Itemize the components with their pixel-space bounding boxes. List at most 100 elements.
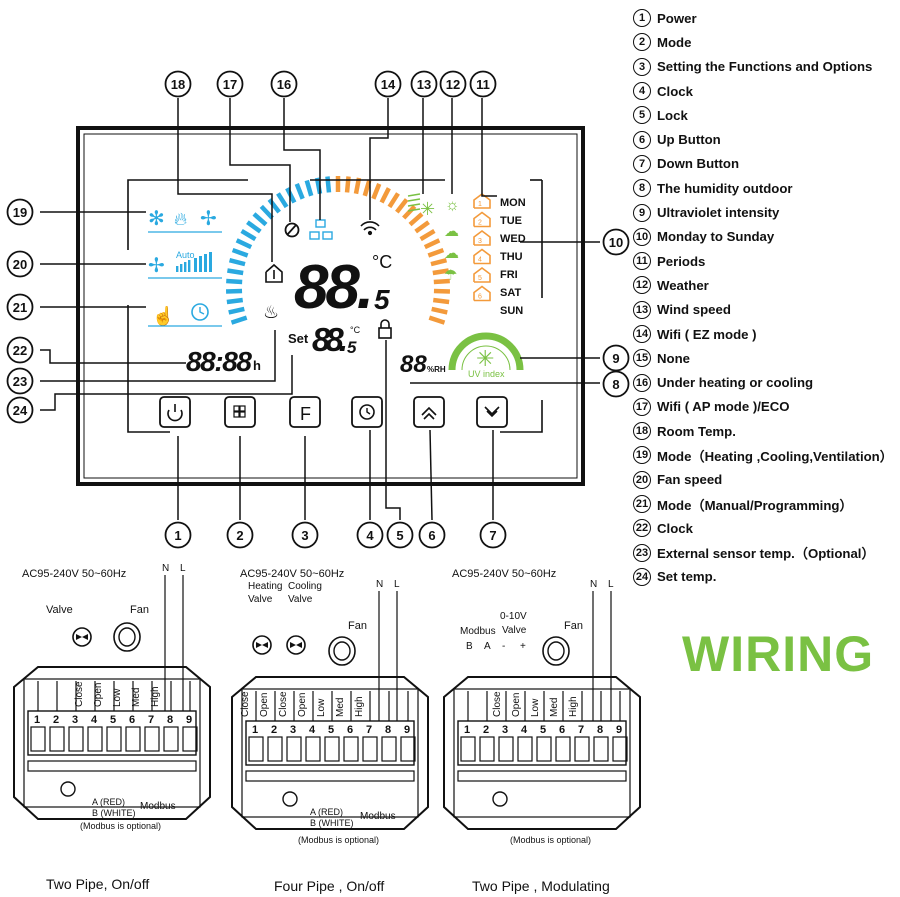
period-icon-5: 5: [473, 267, 491, 283]
arc-tick: [285, 187, 297, 204]
power-button[interactable]: [159, 396, 191, 428]
sun-icon: ☼: [445, 197, 460, 214]
legend-number: 5: [633, 106, 651, 125]
legend-number: 16: [633, 373, 651, 392]
terminal-number: 8: [597, 724, 603, 736]
period-icon-4: 4: [473, 248, 491, 265]
set-temp-digits: 88.: [312, 321, 348, 358]
arc-tick: [227, 268, 244, 276]
legend-text: Clock: [657, 83, 693, 99]
day-label-sat: SAT: [500, 287, 521, 299]
callout-number: 5: [396, 528, 403, 543]
callout-number: 16: [277, 77, 291, 92]
power-icon: [167, 404, 183, 422]
arc-tick: [408, 212, 424, 227]
period-number: 1: [478, 201, 482, 208]
arc-tick: [379, 187, 391, 204]
callout-11: 11: [469, 70, 497, 98]
svg-text:Valve: Valve: [288, 594, 313, 605]
terminal-number: 9: [616, 724, 622, 736]
arc-tick: [267, 198, 281, 214]
grid-icon: [233, 405, 246, 418]
wire-label: Open: [297, 693, 308, 717]
fan-motor-icon: [328, 636, 356, 666]
day-label-mon: MON: [500, 197, 526, 209]
legend-number: 24: [633, 567, 651, 586]
legend-text: Ultraviolet intensity: [657, 205, 780, 221]
callout-number: 4: [366, 528, 374, 543]
button-row: F: [159, 396, 508, 428]
callout-number: 10: [609, 235, 623, 250]
arc-tick: [231, 247, 249, 258]
temperature-arc: [225, 176, 451, 325]
legend-number: 1: [633, 9, 651, 28]
callout-number: 21: [13, 300, 27, 315]
legend-item-23: 23 External sensor temp.（Optional）: [633, 541, 900, 565]
terminal-number: 2: [483, 724, 489, 736]
period-number: 5: [478, 275, 482, 282]
wire-label: Med: [549, 698, 560, 717]
arc-tick: [423, 238, 441, 250]
up-button[interactable]: [413, 396, 445, 428]
wiring-title: WIRING: [682, 626, 875, 682]
callout-number: 13: [417, 77, 431, 92]
arc-tick: [252, 212, 268, 227]
wire-label: Close: [74, 681, 85, 707]
legend-text: Mode（Manual/Programming）: [657, 497, 853, 513]
chevron-up-icon: [421, 406, 437, 420]
callout-number: 3: [301, 528, 308, 543]
period-icon-2: 2: [473, 211, 491, 228]
wire-label: Close: [278, 691, 289, 717]
legend-number: 15: [633, 349, 651, 368]
bus-label: -: [502, 641, 505, 652]
legend-text: Up Button: [657, 132, 721, 148]
period-number: 6: [478, 294, 482, 301]
callout-8: 8: [602, 370, 630, 398]
terminal-number: 7: [578, 724, 584, 736]
valve-label: Valve: [46, 604, 73, 616]
fan-icon: ✢: [148, 255, 165, 277]
clock-button[interactable]: [351, 396, 383, 428]
supply-label: AC95-240V 50~60Hz: [22, 568, 126, 580]
wire-label: High: [354, 696, 365, 717]
cloud-icon: ☁: [444, 245, 459, 262]
callout-19: 19: [6, 198, 34, 226]
modbus-label: Modbus: [360, 811, 396, 822]
down-button[interactable]: [476, 396, 508, 428]
arc-tick: [433, 288, 451, 294]
legend-text: Down Button: [657, 156, 740, 172]
n-label: N: [590, 579, 597, 590]
terminal-number: 1: [252, 724, 258, 736]
terminal-number: 8: [167, 714, 173, 726]
callout-9: 9: [602, 344, 630, 372]
chevron-down-icon: [484, 406, 500, 418]
arc-tick: [226, 278, 243, 285]
arc-tick: [371, 183, 382, 200]
legend-number: 11: [633, 252, 651, 271]
legend-text: Wifi ( EZ mode ): [657, 326, 757, 342]
wire-label: Open: [93, 683, 104, 707]
terminal-number: 4: [309, 724, 316, 736]
legend-text: Wind speed: [657, 302, 731, 318]
arc-tick: [395, 198, 409, 214]
legend-number: 23: [633, 543, 651, 562]
terminal-number: 3: [290, 724, 296, 736]
callout-10: 10: [602, 228, 630, 256]
callout-number: 7: [489, 528, 496, 543]
legend-number: 7: [633, 154, 651, 173]
clock-suffix: h: [253, 358, 261, 373]
mode-button[interactable]: [224, 396, 256, 428]
set-label: Set: [288, 331, 309, 346]
period-number: 2: [478, 220, 482, 227]
function-button[interactable]: F: [289, 396, 321, 428]
arc-tick: [432, 297, 450, 305]
legend-text: Under heating or cooling: [657, 375, 814, 391]
set-temp-decimal: 5: [347, 338, 357, 357]
wind-speed-icon: ✳: [407, 193, 435, 219]
period-number: 3: [478, 238, 482, 245]
legend-text: Monday to Sunday: [657, 229, 775, 245]
terminal-number: 8: [385, 724, 391, 736]
